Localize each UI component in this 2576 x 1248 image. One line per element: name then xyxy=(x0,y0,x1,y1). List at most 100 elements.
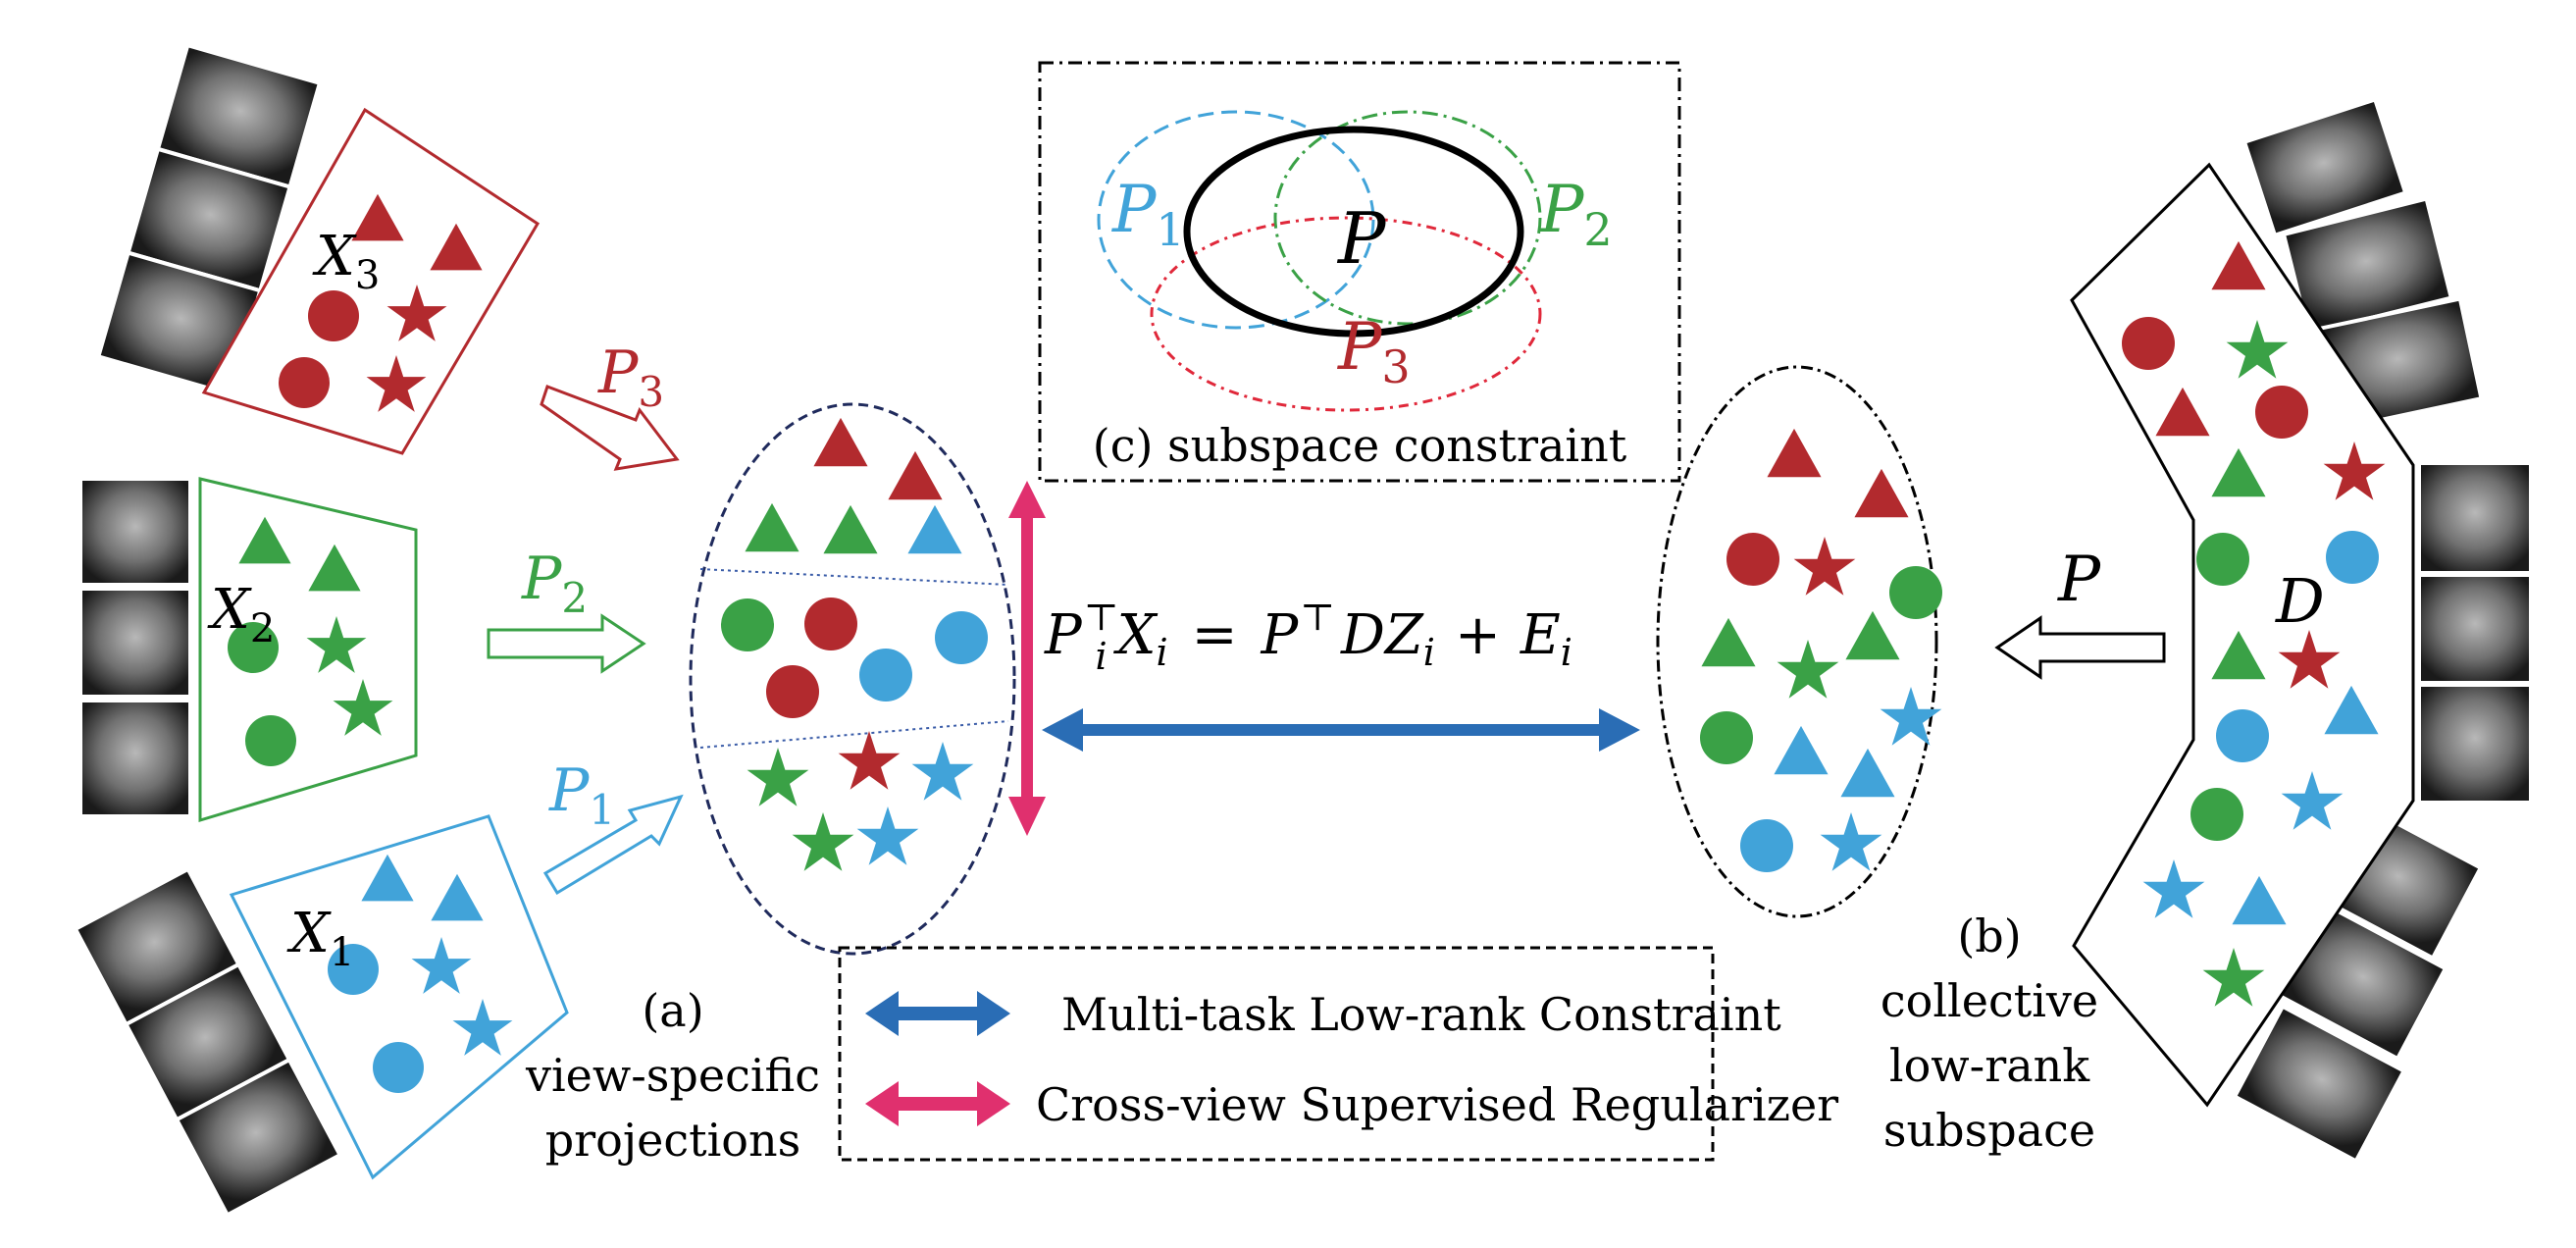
caption-a-line2: view-specific xyxy=(525,1049,820,1102)
caption-a-line3: projections xyxy=(545,1114,801,1167)
subspace-caption: (c) subspace constraint xyxy=(1093,419,1627,472)
circle-shape xyxy=(721,598,774,651)
legend-item-crossview: Cross-view Supervised Regularizer xyxy=(1036,1078,1838,1131)
projection-arrow-p: P xyxy=(1994,544,2166,680)
subspace-ellipse-p2 xyxy=(1273,110,1542,326)
caption-b-line1: (b) xyxy=(1957,910,2021,962)
subspace-constraint-box: P1 P2 P3 P (c) subspace constraint xyxy=(1038,61,1681,483)
projection-arrow-p2: P2 xyxy=(487,545,646,674)
projection-label-p: P xyxy=(2057,544,2101,616)
circle-shape xyxy=(228,622,279,673)
face-image xyxy=(78,699,192,818)
caption-b-line2: collective xyxy=(1880,974,2098,1027)
circle-shape xyxy=(279,357,330,408)
subspace-label-p: P xyxy=(1336,197,1387,280)
caption-a: (a) view-specific projections xyxy=(525,984,820,1167)
circle-shape xyxy=(859,649,912,702)
star-shape xyxy=(792,812,854,871)
triangle-shape xyxy=(823,504,878,554)
circle-shape xyxy=(245,715,296,766)
legend-item-multitask: Multi-task Low-rank Constraint xyxy=(1061,988,1781,1041)
triangle-shape xyxy=(1774,725,1829,775)
face-image xyxy=(78,587,192,699)
view-x1-panel xyxy=(229,814,569,1180)
triangle-shape xyxy=(1840,748,1895,798)
circle-shape xyxy=(2190,788,2243,841)
circle-shape xyxy=(1726,533,1779,586)
pink-double-arrow xyxy=(1008,481,1046,836)
view-x1-shapes xyxy=(328,854,513,1093)
face-image xyxy=(2241,96,2408,238)
projection-arrow-p1: P1 xyxy=(542,756,684,896)
view-x2-shapes xyxy=(228,516,393,766)
view-x2-label: X2 xyxy=(207,578,275,651)
legend-box: Multi-task Low-rank Constraint Cross-vie… xyxy=(838,946,1838,1162)
projection-label-p3: P3 xyxy=(597,338,664,416)
circle-shape xyxy=(2216,709,2269,762)
projection-label-p2: P2 xyxy=(521,545,588,622)
caption-b-line3: low-rank xyxy=(1889,1039,2090,1092)
circle-shape xyxy=(766,665,819,718)
star-shape xyxy=(911,742,974,801)
view-x1-label: X1 xyxy=(286,902,354,975)
face-image xyxy=(2417,573,2533,685)
subspace-label-p2: P2 xyxy=(1539,172,1613,256)
triangle-shape xyxy=(813,417,868,467)
low-rank-subspace-ellipse xyxy=(1656,365,1942,918)
face-image xyxy=(2417,461,2533,575)
legend-pink-arrow-icon xyxy=(865,1081,1010,1126)
star-shape xyxy=(856,806,919,865)
legend-blue-arrow-icon xyxy=(865,991,1010,1036)
star-shape xyxy=(1820,812,1882,871)
dictionary-panel xyxy=(2070,162,2415,1108)
view-x1-faces xyxy=(73,866,343,1218)
view-x2-faces xyxy=(78,477,192,818)
triangle-shape xyxy=(1767,428,1822,478)
circle-shape xyxy=(373,1042,424,1093)
subspace-ellipse-p1 xyxy=(1097,110,1375,330)
star-shape xyxy=(1777,640,1839,699)
view-x3-label: X3 xyxy=(312,225,380,298)
face-image xyxy=(2417,683,2533,805)
circle-shape xyxy=(328,944,379,995)
triangle-shape xyxy=(745,502,799,552)
triangle-shape xyxy=(1854,468,1909,518)
star-shape xyxy=(1793,537,1856,596)
subspace-label-p3: P3 xyxy=(1337,309,1411,393)
projected-views-ellipse xyxy=(689,402,1016,956)
subspace-ellipse-p xyxy=(1183,126,1524,338)
caption-a-line1: (a) xyxy=(642,984,703,1037)
triangle-shape xyxy=(907,504,962,554)
view-x3-shapes xyxy=(279,193,483,412)
view-x3-faces xyxy=(95,42,323,397)
circle-shape xyxy=(2122,317,2175,370)
face-image xyxy=(2232,1004,2407,1165)
circle-shape xyxy=(2326,531,2379,584)
caption-b-line4: subspace xyxy=(1883,1104,2095,1157)
star-shape xyxy=(747,748,809,806)
face-image xyxy=(78,477,192,587)
triangle-shape xyxy=(1701,617,1756,667)
circle-shape xyxy=(935,611,988,664)
circle-shape xyxy=(308,290,359,341)
circle-shape xyxy=(1740,819,1793,872)
projection-label-p1: P1 xyxy=(548,756,615,834)
face-image xyxy=(174,1057,343,1218)
dictionary-shapes xyxy=(2122,240,2386,1007)
circle-shape xyxy=(804,598,857,650)
circle-shape xyxy=(2255,386,2308,439)
star-shape xyxy=(838,731,901,790)
dictionary-label: D xyxy=(2275,565,2325,637)
projection-arrow-p3: P3 xyxy=(540,338,680,471)
caption-b: (b) collective low-rank subspace xyxy=(1880,910,2098,1157)
triangle-shape xyxy=(1845,610,1900,660)
circle-shape xyxy=(1700,711,1753,764)
projected-shapes xyxy=(721,417,988,871)
subspace-ellipse-p3 xyxy=(1150,216,1542,412)
circle-shape xyxy=(1889,566,1942,619)
subspace-label-p1: P1 xyxy=(1111,172,1185,256)
blue-double-arrow xyxy=(1042,708,1640,752)
triangle-shape xyxy=(888,450,943,500)
